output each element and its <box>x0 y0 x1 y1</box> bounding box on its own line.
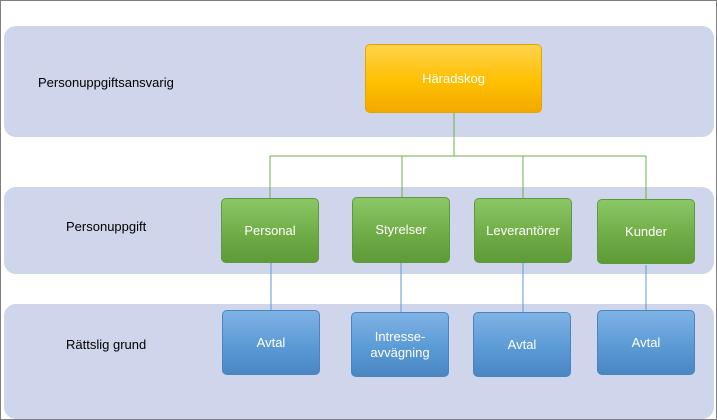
basis-label: Avtal <box>507 336 537 352</box>
band-controller <box>4 26 714 137</box>
controller-box: Häradskog <box>365 44 542 113</box>
category-label: Styrelser <box>375 222 427 237</box>
category-box-kunder: Kunder <box>597 199 695 264</box>
basis-box-2: Intresse- avvägning <box>351 312 449 377</box>
category-label: Leverantörer <box>486 222 560 238</box>
basis-label: Avtal <box>631 334 661 350</box>
category-label: Kunder <box>625 223 667 239</box>
basis-label: Avtal <box>256 334 286 350</box>
basis-box-3: Avtal <box>473 312 571 377</box>
category-box-personal: Personal <box>221 198 319 263</box>
basis-box-4: Avtal <box>597 310 695 375</box>
row-label-legal-basis: Rättslig grund <box>66 337 147 352</box>
category-box-styrelser: Styrelser <box>352 197 450 263</box>
controller-name: Häradskog <box>422 70 485 86</box>
category-label: Personal <box>244 222 296 238</box>
basis-label: Intresse- avvägning <box>370 328 430 360</box>
category-box-leverantorer: Leverantörer <box>474 198 572 263</box>
row-label-personal-data: Personuppgift <box>66 219 147 234</box>
basis-box-1: Avtal <box>222 310 320 375</box>
row-label-controller: Personuppgiftsansvarig <box>38 75 174 90</box>
